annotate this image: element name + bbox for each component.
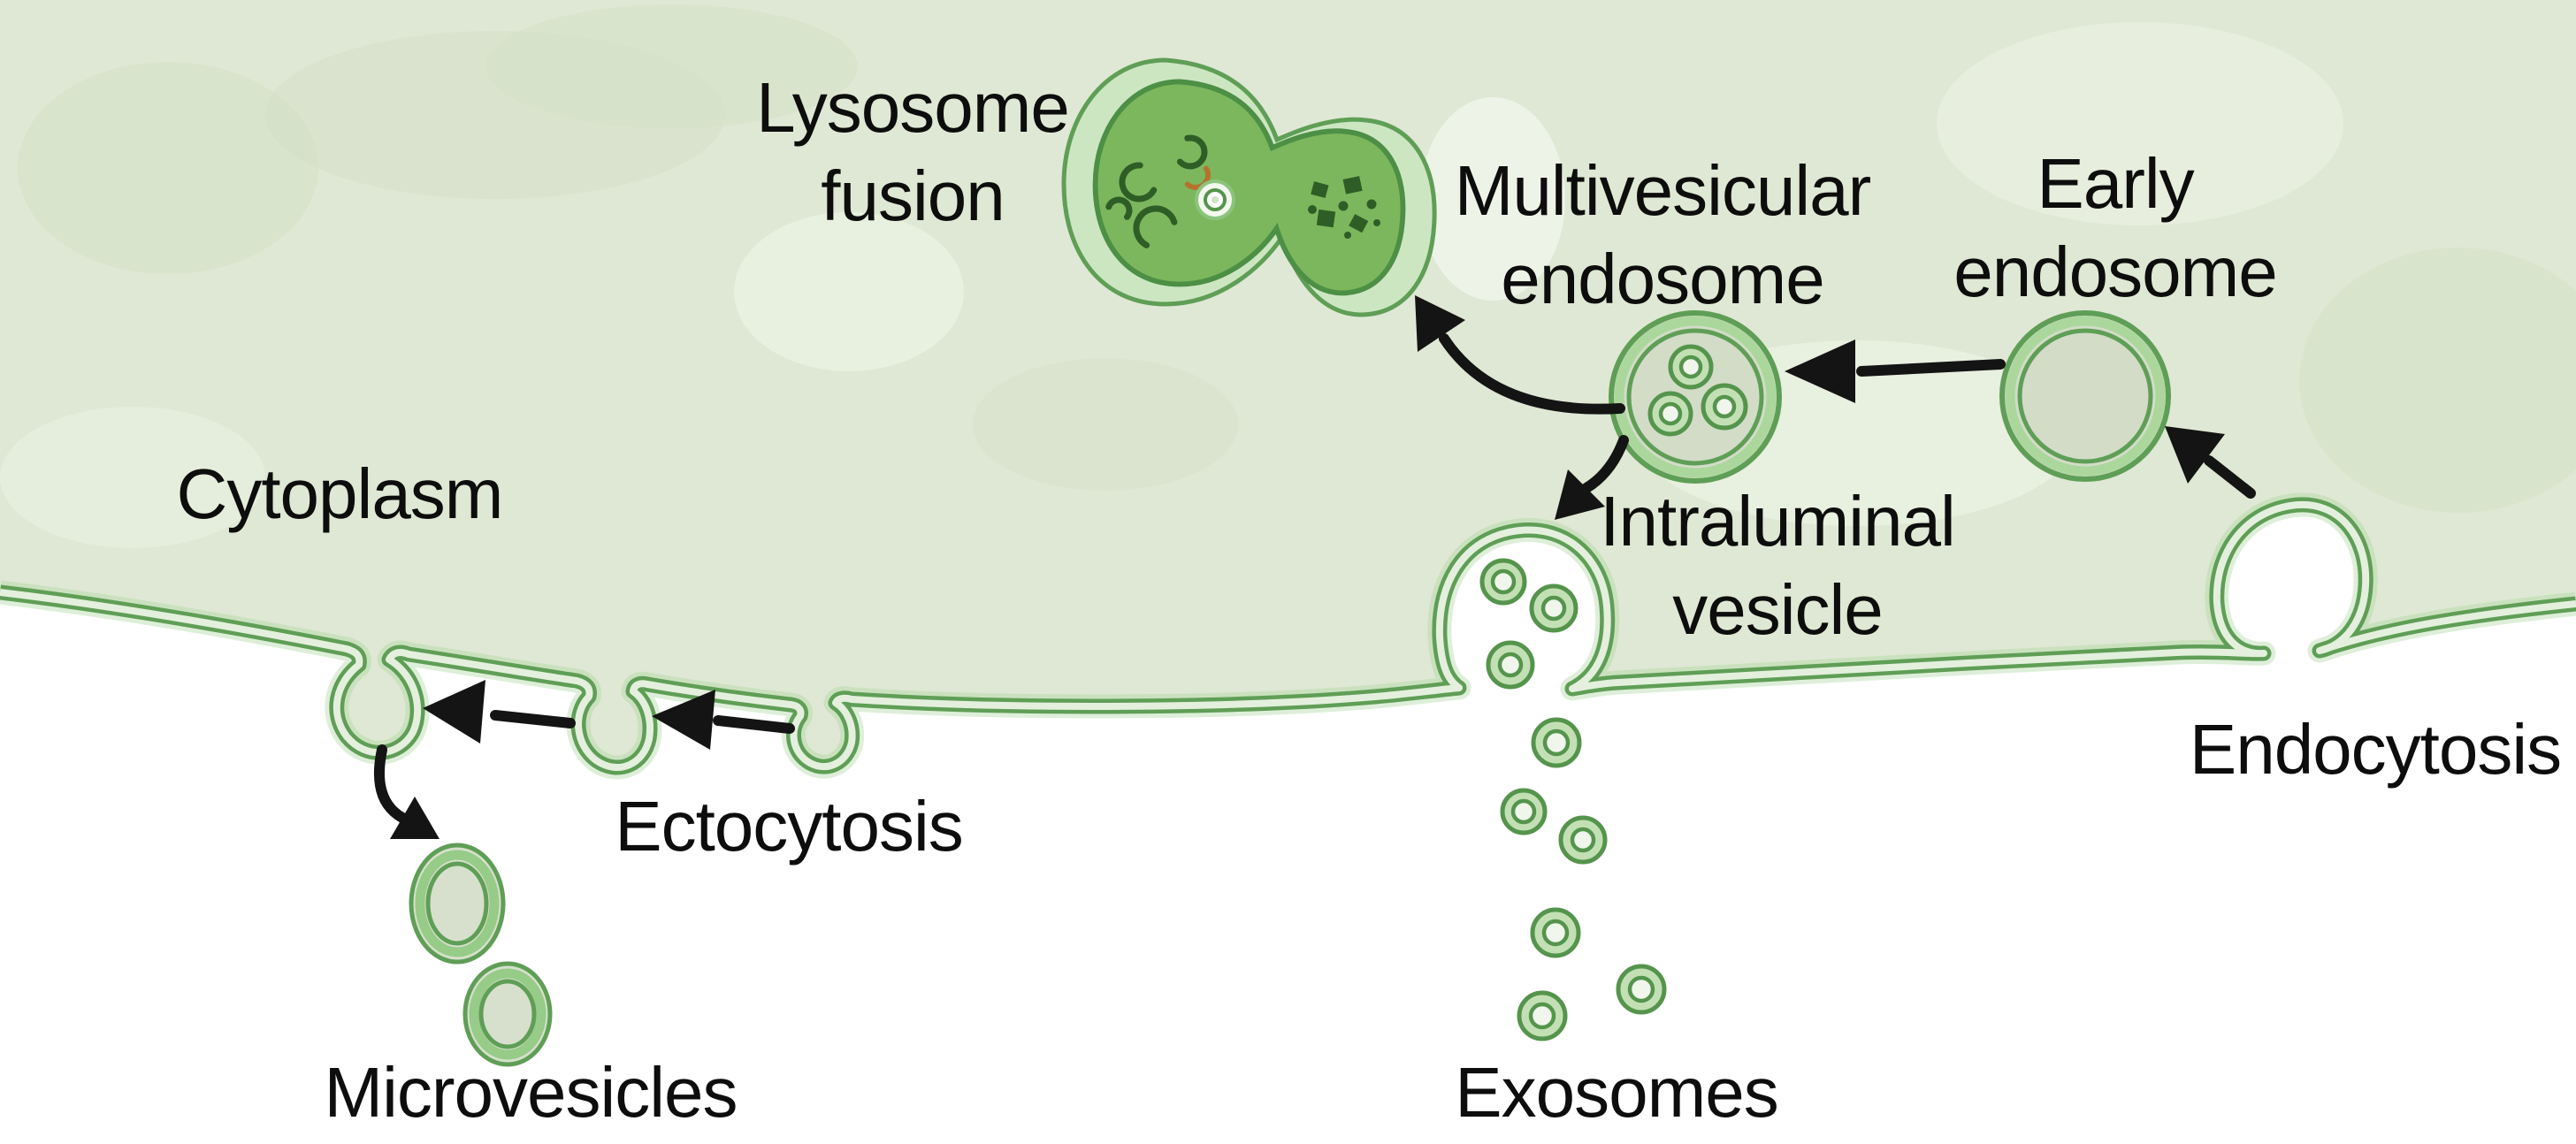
label-line: Lysosome <box>756 68 1070 147</box>
exosome <box>1530 907 1581 958</box>
exosome <box>1558 815 1608 865</box>
cytoplasm-texture <box>0 4 2576 548</box>
exosomes-group <box>1500 717 1667 1041</box>
label-line: Multivesicular <box>1454 151 1872 230</box>
mve-intraluminal-vesicle <box>1668 344 1714 390</box>
exosome <box>1500 788 1548 835</box>
label-intraluminal-vesicle: Intraluminal vesicle <box>1600 477 1956 654</box>
arrow-early-endosome-to-mve <box>1785 339 2006 403</box>
label-endocytosis: Endocytosis <box>2189 710 2562 789</box>
lysosome-degraded-cargo <box>1308 176 1380 239</box>
multivesicular-endosome <box>1609 310 1782 484</box>
label-line: endosome <box>1953 233 2278 311</box>
microvesicle-2 <box>462 961 553 1067</box>
endocytosis-mouth <box>2266 575 2317 663</box>
arrow-mve-to-lysosome <box>1415 295 1625 415</box>
label-microvesicles: Microvesicles <box>324 1053 738 1132</box>
label-line: Early <box>2037 144 2194 223</box>
label-cytoplasm: Cytoplasm <box>176 454 504 533</box>
exosome <box>1531 717 1582 768</box>
mve-intraluminal-vesicle <box>1701 383 1748 431</box>
label-line: endosome <box>1501 240 1825 318</box>
exosome <box>1616 964 1667 1015</box>
mve-intraluminal-vesicle <box>1647 391 1693 437</box>
label-line: vesicle <box>1672 570 1884 649</box>
lysosome-vesicle-remnant <box>1195 179 1235 220</box>
lysosome <box>1061 57 1437 317</box>
label-early-endosome: Early endosome <box>1953 140 2278 317</box>
lysosome-enzyme-squiggles <box>1105 134 1211 251</box>
microvesicle-1 <box>409 843 506 965</box>
arrow-endocytosis-to-early-endosome <box>2165 426 2256 499</box>
label-exosomes: Exosomes <box>1455 1053 1778 1132</box>
exosome <box>1517 990 1568 1041</box>
lysosome-inner <box>1092 79 1406 296</box>
label-ectocytosis: Ectocytosis <box>615 787 964 866</box>
arrow-ectocytosis-inner <box>423 680 576 744</box>
arrow-bud-to-microvesicles <box>374 744 440 839</box>
intraluminal-vesicle-3 <box>1486 640 1535 690</box>
label-line: fusion <box>821 156 1005 235</box>
arrow-mve-to-release-site <box>1555 435 1629 520</box>
label-multivesicular-endosome: Multivesicular endosome <box>1454 147 1872 324</box>
label-lysosome-fusion: Lysosome fusion <box>756 64 1070 240</box>
intraluminal-vesicle-2 <box>1529 583 1578 633</box>
arrows <box>374 295 2256 839</box>
intraluminal-vesicle-1 <box>1479 558 1527 606</box>
early-endosome <box>1999 310 2171 482</box>
label-line: Intraluminal <box>1600 482 1956 561</box>
plasma-membrane <box>0 492 2576 780</box>
released-intraluminal-vesicles <box>1479 558 1578 690</box>
cytoplasm-region <box>0 0 2576 768</box>
arrow-ectocytosis-outer <box>652 690 795 750</box>
